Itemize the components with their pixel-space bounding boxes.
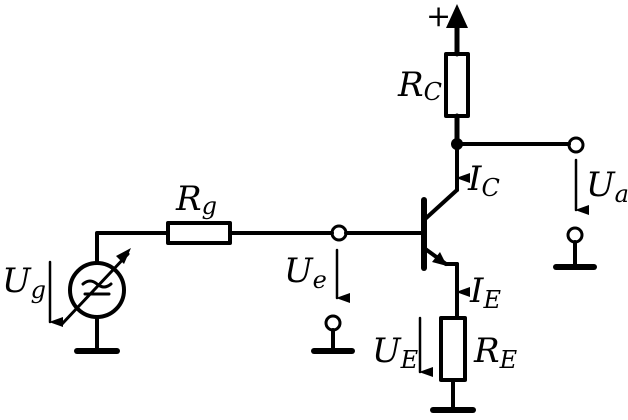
resistor-re bbox=[439, 316, 467, 382]
supply-terminal-arrow bbox=[446, 4, 468, 57]
ic-label: IC bbox=[467, 159, 500, 202]
supply-plus-label: + bbox=[426, 0, 451, 34]
npn-transistor bbox=[421, 188, 459, 271]
ie-label: IE bbox=[469, 271, 501, 314]
resistor-rc bbox=[444, 52, 470, 118]
ue-terminal bbox=[330, 224, 348, 242]
ue-label: Ue bbox=[284, 251, 327, 294]
uE-label: UE bbox=[372, 331, 419, 374]
ua-label: Ua bbox=[586, 165, 628, 208]
wire-generator-to-rg bbox=[95, 231, 170, 264]
ue-terminal-bottom bbox=[324, 314, 342, 332]
ua-terminal-bottom bbox=[566, 226, 584, 244]
rc-label: RC bbox=[397, 65, 442, 106]
ug-label: Ug bbox=[2, 261, 46, 304]
resistor-rg bbox=[166, 221, 232, 245]
rg-label: Rg bbox=[175, 179, 217, 220]
ua-terminal-top bbox=[567, 136, 585, 154]
re-label: RE bbox=[473, 331, 518, 374]
